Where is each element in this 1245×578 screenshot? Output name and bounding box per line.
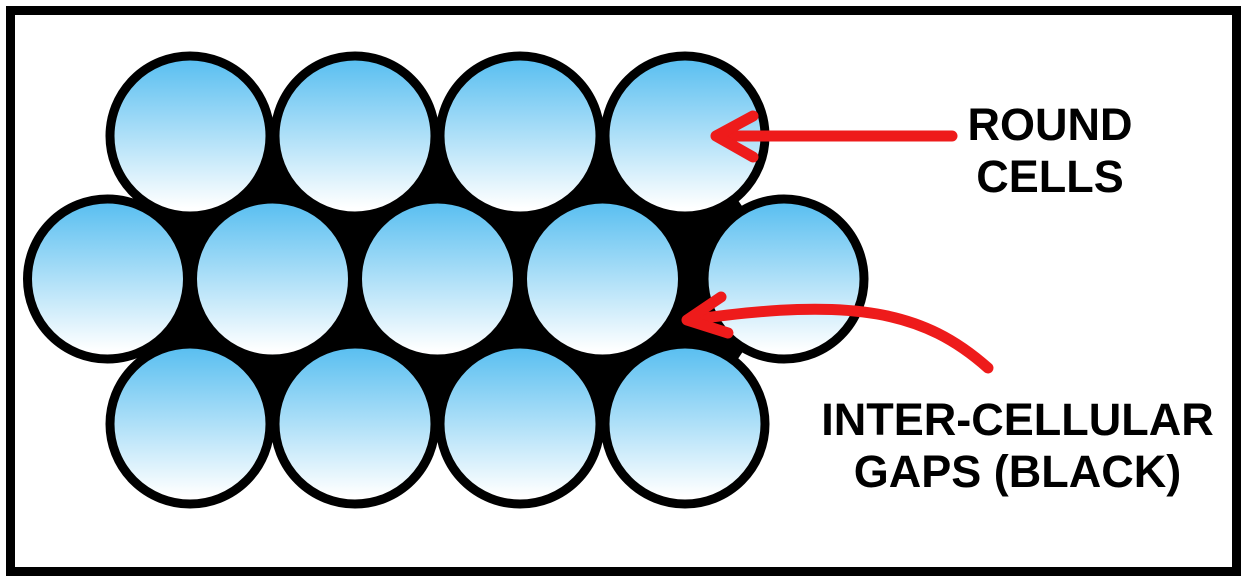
cell-circle bbox=[105, 339, 275, 509]
round-cells-arrowhead-icon bbox=[710, 110, 759, 163]
cell-circle bbox=[435, 339, 605, 509]
cell-circle bbox=[518, 194, 687, 364]
cell-circle bbox=[353, 194, 522, 364]
intercellular-gaps-label: INTER-CELLULAR GAPS (BLACK) bbox=[805, 394, 1230, 498]
cell-circle bbox=[699, 194, 869, 364]
outer-border bbox=[6, 6, 1241, 576]
round-cells-arrow bbox=[710, 110, 958, 163]
intercellular-gaps-label-line2: GAPS (BLACK) bbox=[853, 446, 1182, 497]
cell-circle bbox=[270, 339, 440, 509]
intercellular-gaps-label-line1: INTER-CELLULAR bbox=[821, 394, 1214, 445]
gaps-arrowhead-icon bbox=[681, 291, 734, 339]
cell-circle bbox=[270, 51, 440, 221]
round-cells-label-line1: ROUND bbox=[967, 99, 1133, 150]
round-cells-label: ROUND CELLS bbox=[930, 99, 1170, 203]
cells-group bbox=[23, 51, 869, 509]
gaps-arrow bbox=[681, 291, 994, 374]
cell-circle bbox=[188, 194, 357, 364]
cell-circle bbox=[23, 194, 192, 364]
cell-circle bbox=[105, 51, 275, 221]
gaps-arrow-shaft bbox=[684, 303, 994, 374]
cell-circle bbox=[435, 51, 605, 221]
cell-circle bbox=[600, 339, 770, 509]
round-cells-label-line2: CELLS bbox=[976, 151, 1124, 202]
